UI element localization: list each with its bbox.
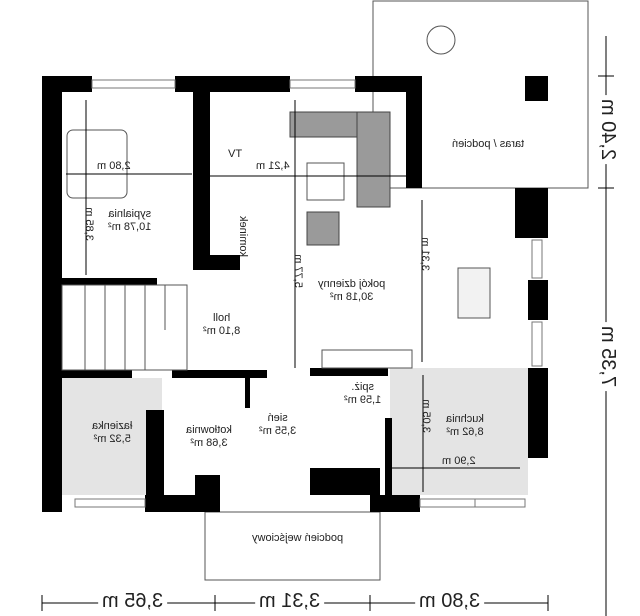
dim-living-depth: 5,77 m	[291, 254, 304, 288]
room-name: sypialnia	[108, 208, 152, 220]
room-label-pantry: spiż.1,59 m²	[344, 381, 381, 407]
room-name: spiż.	[351, 381, 374, 393]
room-area: 3,68 m²	[190, 437, 228, 449]
terrace-table	[426, 25, 456, 55]
dim-outer-bottom-1: 3,65 m	[98, 590, 168, 613]
room-area: 5,32 m²	[93, 433, 131, 445]
corner-sofa	[289, 111, 391, 208]
room-label-terrace: taras / podcień	[452, 138, 525, 150]
room-area: 8,62 m²	[446, 426, 484, 438]
porch-outline	[204, 511, 381, 581]
dim-living-width: 4,21 m	[256, 160, 290, 172]
room-area: 30,18 m²	[329, 291, 374, 303]
room-name: kuchnia	[446, 413, 484, 425]
fireplace-label: kominek	[236, 216, 249, 257]
dim-outer-bottom-3: 3,80 m	[415, 590, 485, 613]
sideboard	[321, 349, 413, 369]
room-name: sień	[267, 412, 288, 424]
bathroom-floor	[62, 378, 162, 495]
tv-label: TV	[228, 148, 243, 160]
room-name: łazienka	[92, 420, 133, 432]
windows	[74, 79, 543, 508]
dim-dining-depth: 3,31 m	[418, 237, 431, 271]
walls	[42, 76, 548, 512]
dining-table	[457, 267, 491, 319]
dim-outer-bottom-2: 3,31 m	[255, 590, 325, 613]
room-area: 1,59 m²	[344, 394, 382, 406]
room-name: kotłownia	[186, 424, 232, 436]
room-name: holl	[213, 312, 231, 324]
dim-kitchen-depth: 3,05 m	[419, 399, 432, 433]
kitchen-floor	[390, 368, 528, 495]
room-area: 3,55 m²	[259, 425, 297, 437]
terrace-outline	[372, 0, 589, 189]
armchair	[306, 211, 340, 246]
dim-bedroom-width: 2,80 m	[97, 160, 131, 172]
room-area: 8,10 m²	[203, 325, 241, 337]
room-label-porch: podcień wejściowy	[252, 532, 344, 544]
dim-bedroom-depth: 3,85 m	[82, 207, 95, 241]
dim-kitchen-width: 2,90 m	[442, 455, 476, 467]
dim-outer-right-1: 2,40 m	[596, 94, 620, 165]
coffee-table	[306, 162, 345, 201]
stairs	[61, 284, 188, 371]
room-area: 10,78 m²	[108, 221, 152, 233]
dim-outer-right-2: 7,35 m	[596, 321, 620, 392]
room-name: pokój dzienny	[318, 278, 386, 290]
bed	[66, 129, 128, 199]
